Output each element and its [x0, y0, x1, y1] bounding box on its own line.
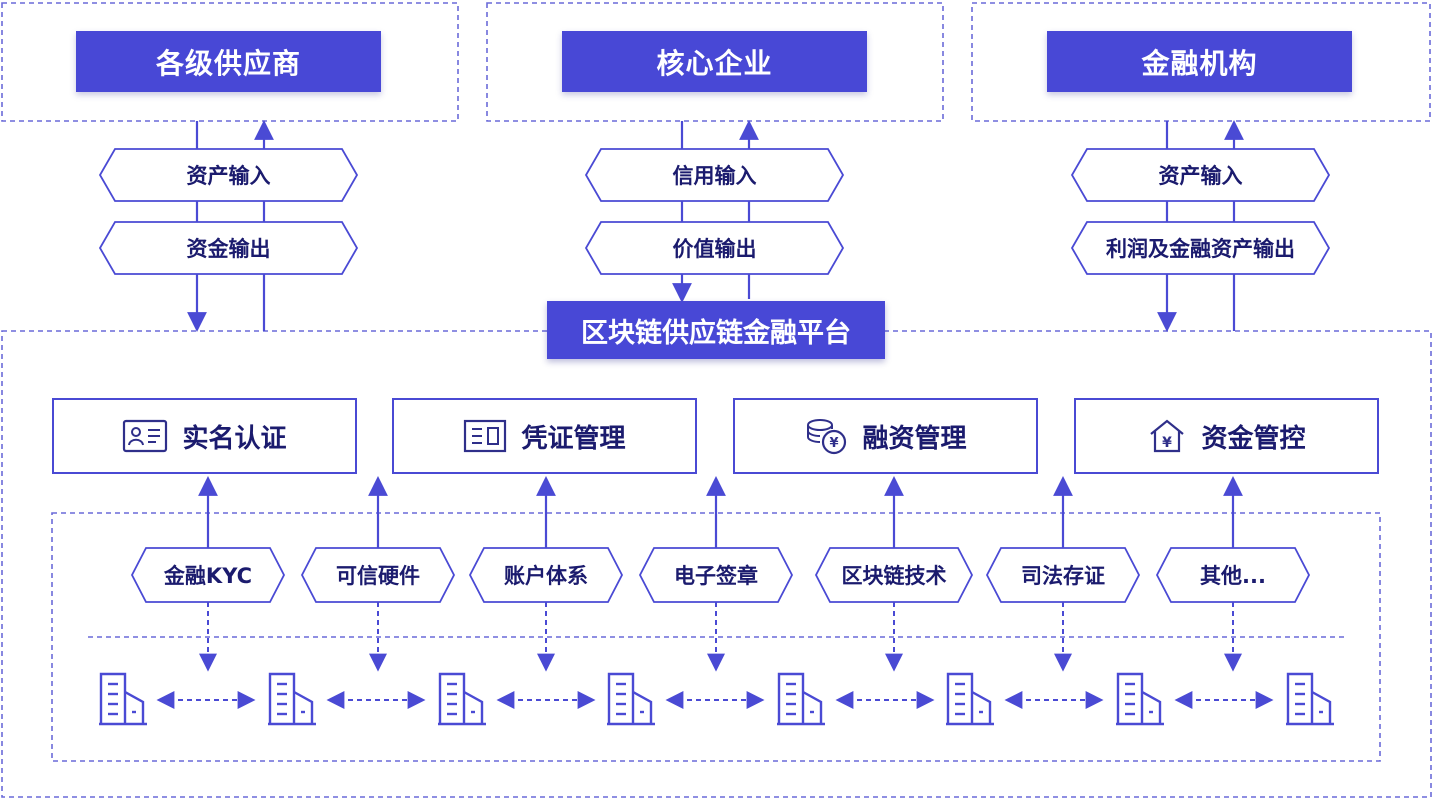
- party-title-suppliers: 各级供应商: [76, 31, 381, 92]
- building-icon: [777, 672, 825, 726]
- building-icon: [607, 672, 655, 726]
- flow-label-finance-input: 资产输入: [1158, 164, 1243, 188]
- party-frame-finance: [971, 2, 1431, 122]
- building-icon: [1116, 672, 1164, 726]
- platform-title: 区块链供应链金融平台: [547, 301, 885, 359]
- tech-label-blockchain: 区块链技术: [841, 564, 947, 588]
- house-yen-icon: ¥: [1150, 419, 1185, 453]
- tech-label-others: 其他...: [1200, 564, 1266, 588]
- party-frame-suppliers: [1, 2, 459, 122]
- party-title-core-enterprise: 核心企业: [562, 31, 867, 92]
- module-label: 融资管理: [862, 423, 967, 454]
- module-real-name-auth: 实名认证: [52, 398, 357, 474]
- flow-label-core-output: 价值输出: [672, 237, 757, 261]
- building-icon: [1286, 672, 1334, 726]
- flow-label-finance-output: 利润及金融资产输出: [1106, 237, 1295, 261]
- building-icon: [438, 672, 486, 726]
- tech-label-trusted-hardware: 可信硬件: [336, 564, 420, 588]
- building-icon: [99, 672, 147, 726]
- svg-text:¥: ¥: [1163, 435, 1173, 451]
- tech-frame: [51, 512, 1381, 762]
- tech-label-kyc: 金融KYC: [163, 564, 253, 588]
- building-icon: [268, 672, 316, 726]
- flow-label-core-input: 信用输入: [672, 164, 757, 188]
- tech-label-judicial-evidence: 司法存证: [1021, 564, 1105, 588]
- building-icons: [99, 672, 1334, 726]
- module-label: 资金管控: [1201, 423, 1306, 454]
- coins-icon: ¥: [807, 419, 847, 455]
- module-fund-control: ¥ 资金管控: [1074, 398, 1379, 474]
- module-voucher-management: 凭证管理: [392, 398, 697, 474]
- module-label: 凭证管理: [521, 423, 626, 454]
- svg-text:¥: ¥: [830, 436, 839, 451]
- voucher-icon: [464, 419, 507, 453]
- module-financing-management: ¥ 融资管理: [733, 398, 1038, 474]
- party-frame-core: [486, 2, 944, 122]
- flow-label-supplier-output: 资金输出: [186, 237, 271, 261]
- party-title-financial-institution: 金融机构: [1047, 31, 1352, 92]
- tech-label-e-signature: 电子签章: [674, 564, 758, 588]
- tech-label-account-system: 账户体系: [504, 564, 588, 588]
- id-card-icon: [123, 419, 168, 453]
- flow-label-supplier-input: 资产输入: [186, 164, 271, 188]
- building-icon: [946, 672, 994, 726]
- module-label: 实名认证: [182, 423, 287, 454]
